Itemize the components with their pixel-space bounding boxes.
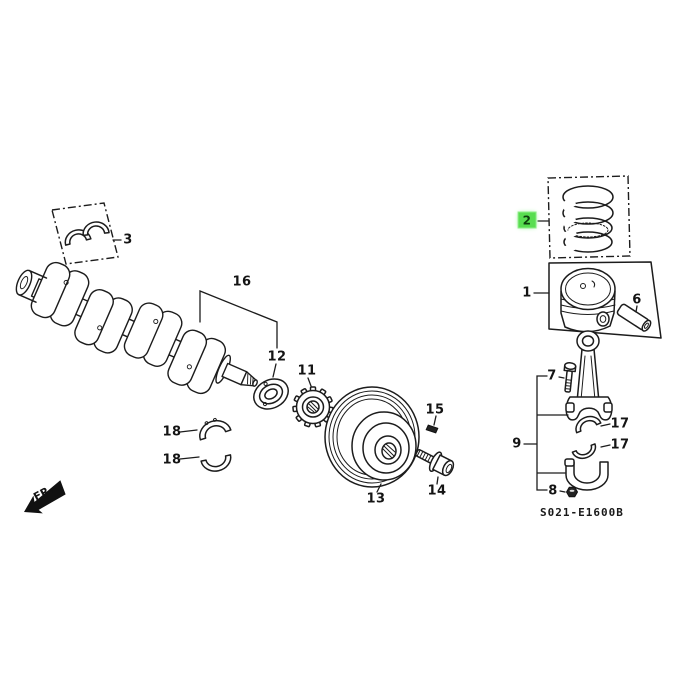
callout-3-main-bearings[interactable]: 3 — [123, 232, 133, 248]
callout-18-bearing-upper[interactable]: 18 — [162, 424, 182, 440]
piston-pin-drawing — [616, 303, 652, 332]
callout-8-rod-nut[interactable]: 8 — [548, 483, 558, 499]
callout-2-ring-set-selected[interactable]: 2 — [518, 212, 536, 228]
piston-drawing — [560, 267, 616, 333]
callout-7-rod-bolt[interactable]: 7 — [547, 368, 557, 384]
crank-pulley-drawing — [324, 386, 420, 488]
rod-bolt-drawing — [563, 362, 577, 393]
callout-13-pulley[interactable]: 13 — [366, 491, 386, 507]
callout-15-key[interactable]: 15 — [425, 402, 445, 418]
fr-arrow-icon: FR. — [24, 480, 66, 514]
crankshaft-drawing — [15, 261, 258, 395]
callout-16-crankshaft[interactable]: 16 — [232, 274, 252, 290]
piston-box — [548, 261, 662, 339]
callout-6-piston-pin[interactable]: 6 — [632, 292, 642, 308]
callout-12-seal[interactable]: 12 — [267, 349, 287, 365]
connecting-rod-drawing — [565, 330, 613, 421]
callout-11-sprocket[interactable]: 11 — [297, 363, 317, 379]
callout-18-bearing-lower[interactable]: 18 — [162, 452, 182, 468]
front-seal-drawing — [253, 378, 289, 410]
leader-lines — [112, 220, 638, 493]
callout-17-shell-lower[interactable]: 17 — [610, 437, 630, 453]
rod-nut-drawing — [565, 486, 579, 498]
piston-ring-box — [547, 175, 631, 259]
main-bearing-shells-drawing — [64, 221, 110, 246]
callout-17-shell-upper[interactable]: 17 — [610, 416, 630, 432]
lower-bearing-shells-drawing — [199, 417, 232, 472]
callout-1-piston[interactable]: 1 — [522, 285, 532, 301]
woodruff-key-drawing — [425, 424, 439, 434]
callout-9-connecting-rod[interactable]: 9 — [512, 436, 522, 452]
rod-bearing-shells-drawing — [571, 415, 602, 460]
rod-cap-drawing — [564, 458, 609, 491]
pulley-bolt-drawing — [415, 449, 455, 477]
main-bearing-box — [51, 202, 119, 265]
callout-14-bolt[interactable]: 14 — [427, 483, 447, 499]
piston-ring-set-drawing — [560, 185, 614, 255]
diagram-code: S021-E1600B — [540, 506, 624, 519]
